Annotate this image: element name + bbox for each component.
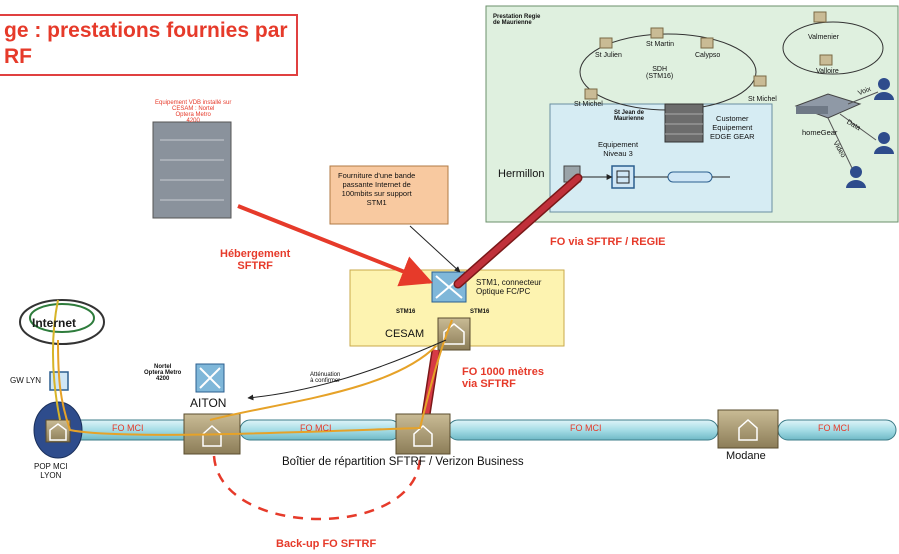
site-label-st-julien: St Julien	[595, 52, 622, 59]
fourniture-box	[329, 165, 449, 225]
stm16-left-label: STM16	[396, 309, 416, 315]
site-icons	[584, 11, 833, 100]
st-jean-label: St Jean de Maurienne	[614, 110, 645, 122]
attenuation-arrow	[247, 339, 447, 401]
video-link	[827, 117, 853, 169]
fo-regie-label: FO via SFTRF / REGIE	[550, 236, 666, 248]
modane-node	[717, 409, 779, 449]
valmenier-ring	[782, 21, 884, 75]
equipment-note: Equipement VDB installé sur CESAM : Nort…	[155, 100, 232, 124]
homegear-label: homeGear	[802, 128, 838, 137]
site-label-st-michel-left: St Michel	[574, 101, 603, 108]
regie-panel-title: Prestation Regie de Maurienne	[493, 14, 541, 26]
page-title: ge : prestations fournies par RF	[4, 19, 288, 68]
site-icon-st-martin	[650, 27, 664, 39]
niveau3-bus	[667, 171, 713, 183]
edge-gear-rack	[664, 103, 704, 143]
data-link	[839, 113, 877, 141]
customer-equipment-label: Customer Equipement EDGE GEAR	[710, 114, 755, 141]
site-label-st-martin: St Martin	[646, 41, 675, 48]
fo-mci-label-4: FO MCI	[818, 423, 850, 433]
orange-fibre-trace	[57, 319, 453, 436]
backup-arc	[212, 455, 422, 521]
fourniture-note: Fourniture d'une bande passante Internet…	[338, 171, 416, 207]
site-icon-st-michel-left	[584, 88, 598, 100]
cesam-label: CESAM	[385, 328, 425, 340]
gw-lyn-label: GW LYN	[10, 376, 41, 385]
stm1-connector-label: STM1, connecteur Optique FC/PC	[476, 278, 542, 296]
fourniture-arrow	[409, 225, 461, 273]
aiton-label: AITON	[190, 396, 227, 410]
boitier-node	[395, 413, 451, 455]
voix-link	[847, 91, 879, 105]
site-icon-valmenier	[813, 11, 827, 23]
stm16-right-label: STM16	[470, 309, 490, 315]
niveau3-panel	[549, 103, 773, 213]
site-icon-st-julien	[599, 37, 613, 49]
hebergement-arrow	[237, 204, 433, 287]
site-label-valloire: Valloire	[816, 68, 839, 75]
fo-mci-label-2: FO MCI	[300, 423, 332, 433]
nortel-label: Nortel Optera Metro 4200	[144, 364, 182, 382]
internet-label: Internet	[32, 316, 77, 330]
title-box	[0, 14, 298, 76]
site-label-valmenier: Valmenier	[808, 34, 839, 41]
boitier-label: Boîtier de répartition SFTRF / Verizon B…	[282, 456, 524, 468]
equipement-niveau-label: Equipement Niveau 3	[598, 140, 639, 158]
internet-cloud	[19, 299, 105, 345]
site-icon-calypso	[700, 37, 714, 49]
modane-label: Modane	[726, 450, 766, 462]
site-label-calypso: Calypso	[695, 52, 721, 59]
user-icons	[846, 78, 894, 188]
site-label-st-michel-right: St Michel	[748, 96, 777, 103]
hermillon-label: Hermillon	[498, 168, 545, 180]
fo-1000-label: FO 1000 mètres via SFTRF	[462, 366, 544, 390]
fo-mci-label-1: FO MCI	[112, 423, 144, 433]
backup-label: Back-up FO SFTRF	[276, 538, 377, 550]
fo-mci-label-3: FO MCI	[570, 423, 602, 433]
pop-mci-label: POP MCI LYON	[34, 462, 68, 480]
equipment-photo	[152, 121, 232, 219]
site-icon-valloire	[819, 54, 833, 66]
site-icon-st-michel-right	[753, 75, 767, 87]
hebergement-label: Hébergement SFTRF	[220, 248, 291, 272]
attenuation-label: Atténuation à confirmer	[310, 372, 341, 384]
sdh-label: SDH (STM16)	[646, 66, 674, 80]
